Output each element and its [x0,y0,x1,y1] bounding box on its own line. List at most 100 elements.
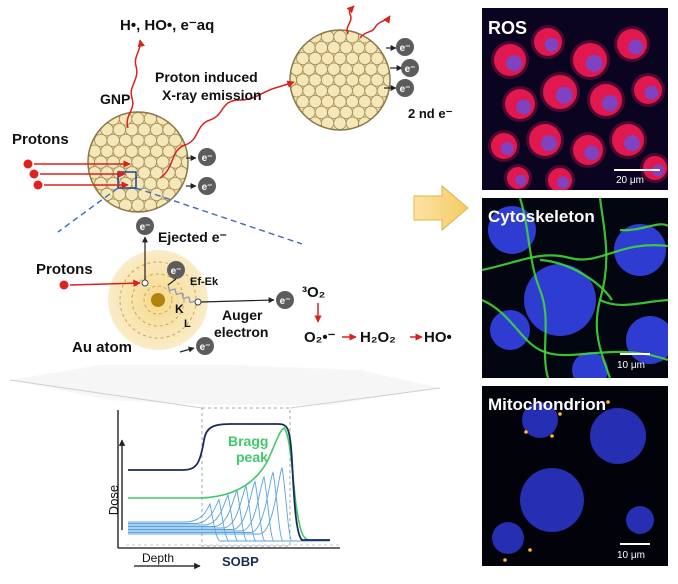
nanoparticle-subunit [327,40,341,55]
energy-label: Ef-Ek [190,276,219,288]
nanoparticle-subunit [156,133,170,147]
svg-text:e⁻: e⁻ [400,43,411,54]
electron-icon [396,79,414,97]
pristine-bragg-peak [128,471,330,542]
electrons-gnp2: e⁻ e⁻ e⁻ [384,38,419,97]
nanoparticle-subunit [333,51,347,66]
actin-filament [539,258,613,301]
nanoparticle-subunit [351,40,366,55]
bragg-label-line1: Bragg [228,433,268,449]
proton-dot [29,169,39,179]
svg-text:e⁻: e⁻ [202,153,213,164]
cyto-nucleus [524,264,596,336]
electrons-gnp1: e⁻ e⁻ [186,148,216,195]
cell-nucleus [557,176,569,189]
pristine-bragg-peak [128,475,330,542]
nanoparticle-subunit [150,144,164,158]
nanoparticle-subunit [314,84,328,98]
nanoparticle-subunit [339,84,353,98]
zoom-line-right [135,187,303,245]
radicals-label: H•, HO•, e⁻aq [120,17,214,34]
mito-signal [528,548,532,552]
mito-nucleus [522,402,558,438]
nanoparticle-subunit [112,123,127,137]
nanoparticle-subunit [327,105,341,120]
nanoparticle-subunit [370,95,384,109]
cyto-nucleus [614,224,666,276]
svg-text:e⁻: e⁻ [405,64,416,75]
panel-mitochondrion: 10 μm Mitochondrion [482,386,668,566]
cell-nucleus [541,135,557,152]
ros-scale-label: 20 μm [616,175,644,186]
mito-nucleus [590,408,646,464]
nanoparticle-subunit [308,95,322,109]
big-right-arrow [413,184,469,232]
nanoparticle-subunit [119,155,133,169]
dose-axis-label: Dose [106,485,121,515]
nanoparticle-subunit [364,40,378,55]
nanoparticle-subunit [364,62,378,76]
nanoparticle-subunit [156,177,170,191]
nanoparticle-subunit [327,62,341,76]
nanoparticle-subunit [302,105,316,120]
perspective-line-right [289,387,441,409]
bragg-label-line2: peak [236,449,268,465]
nanoparticle-subunit [112,144,127,158]
nanoparticle-subunit [94,133,108,147]
shell-k-label: K [175,302,184,316]
pristine-bragg-peak [128,466,330,542]
dose-plot [117,407,340,570]
mito-signal [524,430,528,434]
peroxide-label: H₂O₂ [360,329,396,346]
xray-label-line2: X-ray emission [162,87,262,103]
nanoparticle-subunit [156,155,170,169]
nanoparticle-subunit [351,62,366,76]
electron-icon [136,217,154,235]
svg-text:e⁻: e⁻ [280,296,291,307]
svg-text:e⁻: e⁻ [140,222,151,233]
nanoparticle-subunit [327,84,341,98]
actin-filament [482,244,668,272]
electron-icon [167,261,185,279]
nanoparticle-subunit [162,123,176,137]
nanoparticle-subunit [168,133,182,147]
electron-icon [198,148,216,166]
nanoparticle-subunit [131,133,145,147]
au-atom-label: Au atom [72,339,132,356]
svg-text:e⁻: e⁻ [202,182,213,193]
emission-wave-2 [359,15,391,39]
cell-nucleus [516,99,532,115]
mito-signal [503,558,507,562]
svg-text:e⁻: e⁻ [400,84,411,95]
cell-nucleus [644,85,659,100]
protons-label-atom: Protons [36,261,93,278]
mito-nucleus [626,506,654,534]
ros-title: ROS [488,18,527,38]
nanoparticle-subunit [143,155,157,169]
auger-label-line1: Auger [222,307,263,323]
gnp-nanoparticle-pattern [88,112,188,212]
gnp-nanoparticle-pattern-2 [290,30,390,130]
nanoparticle-subunit [370,51,384,66]
nanoparticle-subunit [100,187,114,201]
electron-icon [198,177,216,195]
xray-wave [159,80,295,179]
nanoparticle-subunit [364,84,378,98]
nanoparticle-subunit [296,95,310,109]
nanoparticle-subunit [339,40,353,55]
mitochondrion-scale-label: 10 μm [617,550,645,561]
actin-filament [619,223,668,232]
mitochondrion-title: Mitochondrion [488,395,606,414]
nanoparticle-subunit [339,105,353,120]
nanoparticle-subunit [137,144,151,158]
depth-axis-label: Depth [142,551,174,565]
nanoparticle-subunit [131,155,145,169]
nanoparticle-subunit [370,73,384,87]
nucleus [151,293,165,307]
radical-wave [126,39,145,129]
sobp-label: SOBP [222,554,259,569]
mito-signal [558,412,562,416]
pristine-bragg-peak [128,480,330,542]
bragg-curve [128,427,330,541]
